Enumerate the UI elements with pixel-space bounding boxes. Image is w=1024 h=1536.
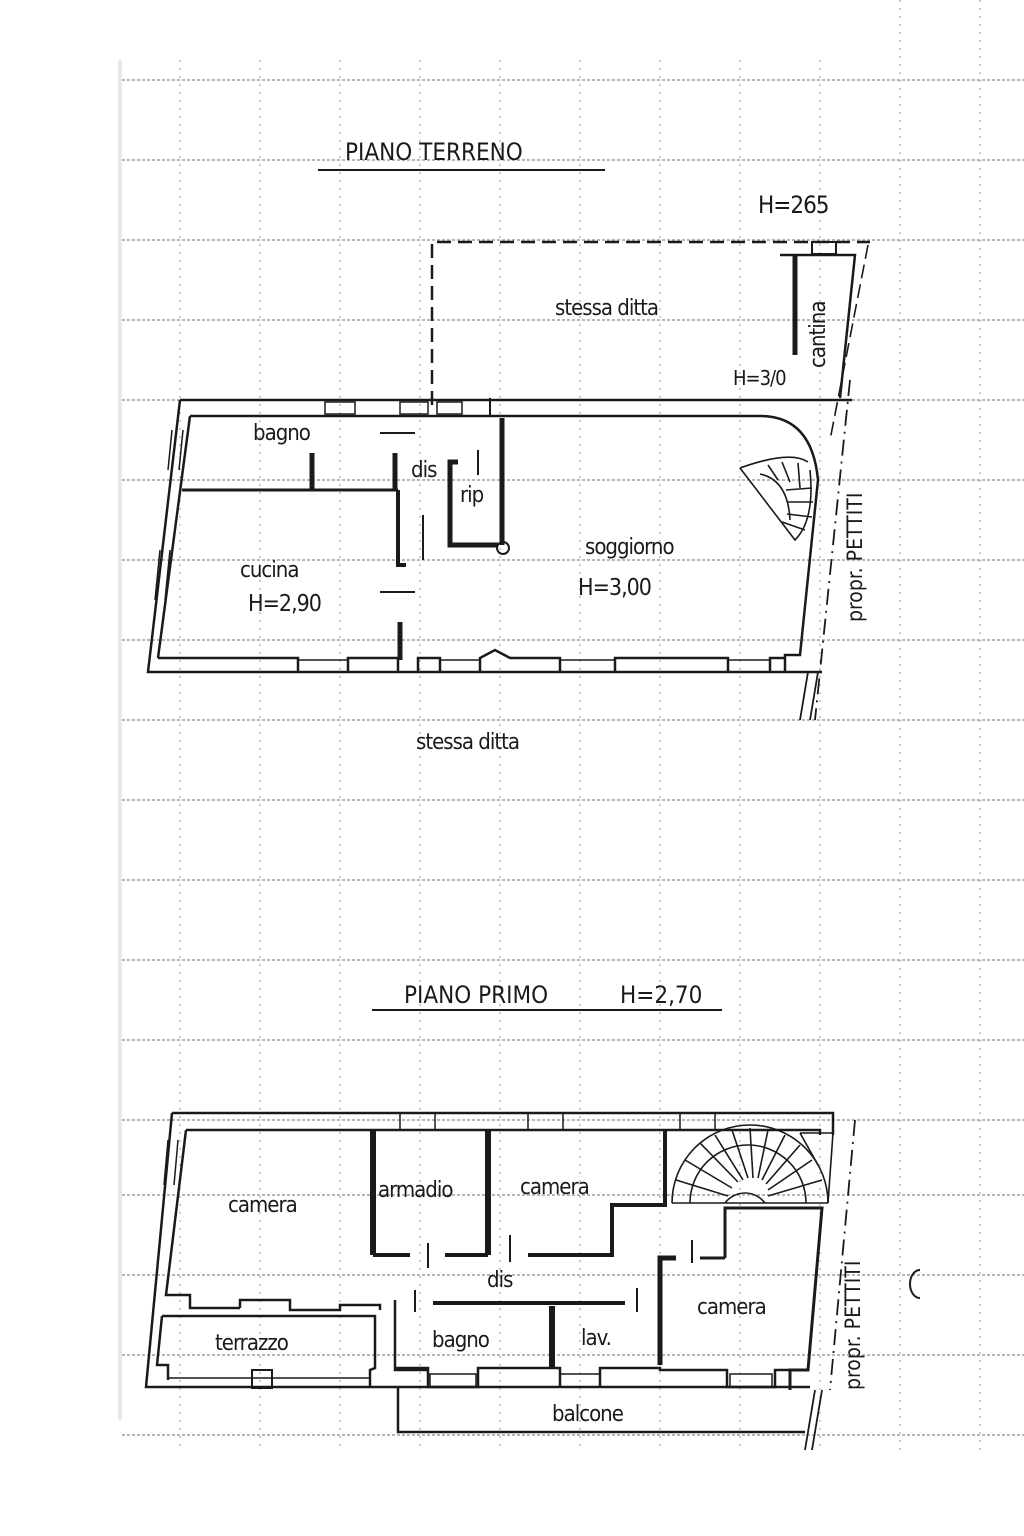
grid-lines xyxy=(122,79,1024,1436)
room-label-dis-first: dis xyxy=(487,1268,513,1293)
adjacent-label-propr-pettiti-ground: propr. PETTITI xyxy=(843,492,867,622)
room-label-camera-3: camera xyxy=(697,1295,767,1320)
first-floor-plan xyxy=(144,1009,921,1451)
room-label-soggiorno: soggiorno xyxy=(585,535,675,560)
first-floor-height: H=2,70 xyxy=(620,981,703,1009)
room-label-rip: rip xyxy=(460,483,484,508)
room-label-bagno-first: bagno xyxy=(432,1328,490,1353)
room-label-balcone: balcone xyxy=(552,1402,624,1427)
room-label-camera-1: camera xyxy=(228,1193,298,1218)
room-label-cantina: cantina xyxy=(806,301,831,369)
room-label-terrazzo: terrazzo xyxy=(215,1331,289,1356)
ground-floor-title: PIANO TERRENO xyxy=(345,138,523,166)
room-label-armadio: armadio xyxy=(378,1178,453,1203)
cantina-height-label-2: H=3/0 xyxy=(733,366,787,390)
cucina-height-label: H=2,90 xyxy=(248,591,322,617)
cantina-height-label: H=265 xyxy=(758,191,830,219)
soggiorno-height-label: H=3,00 xyxy=(578,575,652,601)
scan-edge xyxy=(118,60,122,1420)
room-label-dis-ground: dis xyxy=(411,458,437,483)
room-label-bagno-ground: bagno xyxy=(253,421,311,446)
room-label-cucina: cucina xyxy=(240,558,299,583)
room-label-camera-2: camera xyxy=(520,1175,590,1200)
ground-floor-plan xyxy=(146,169,870,721)
room-label-lav: lav. xyxy=(581,1326,612,1351)
adjacent-label-propr-pettiti-first: propr. PETTITI xyxy=(841,1260,865,1390)
adjacent-label-stessa-ditta-bottom: stessa ditta xyxy=(416,730,520,755)
first-floor-title: PIANO PRIMO xyxy=(404,981,549,1009)
room-label-stessa-ditta-top: stessa ditta xyxy=(555,296,659,321)
